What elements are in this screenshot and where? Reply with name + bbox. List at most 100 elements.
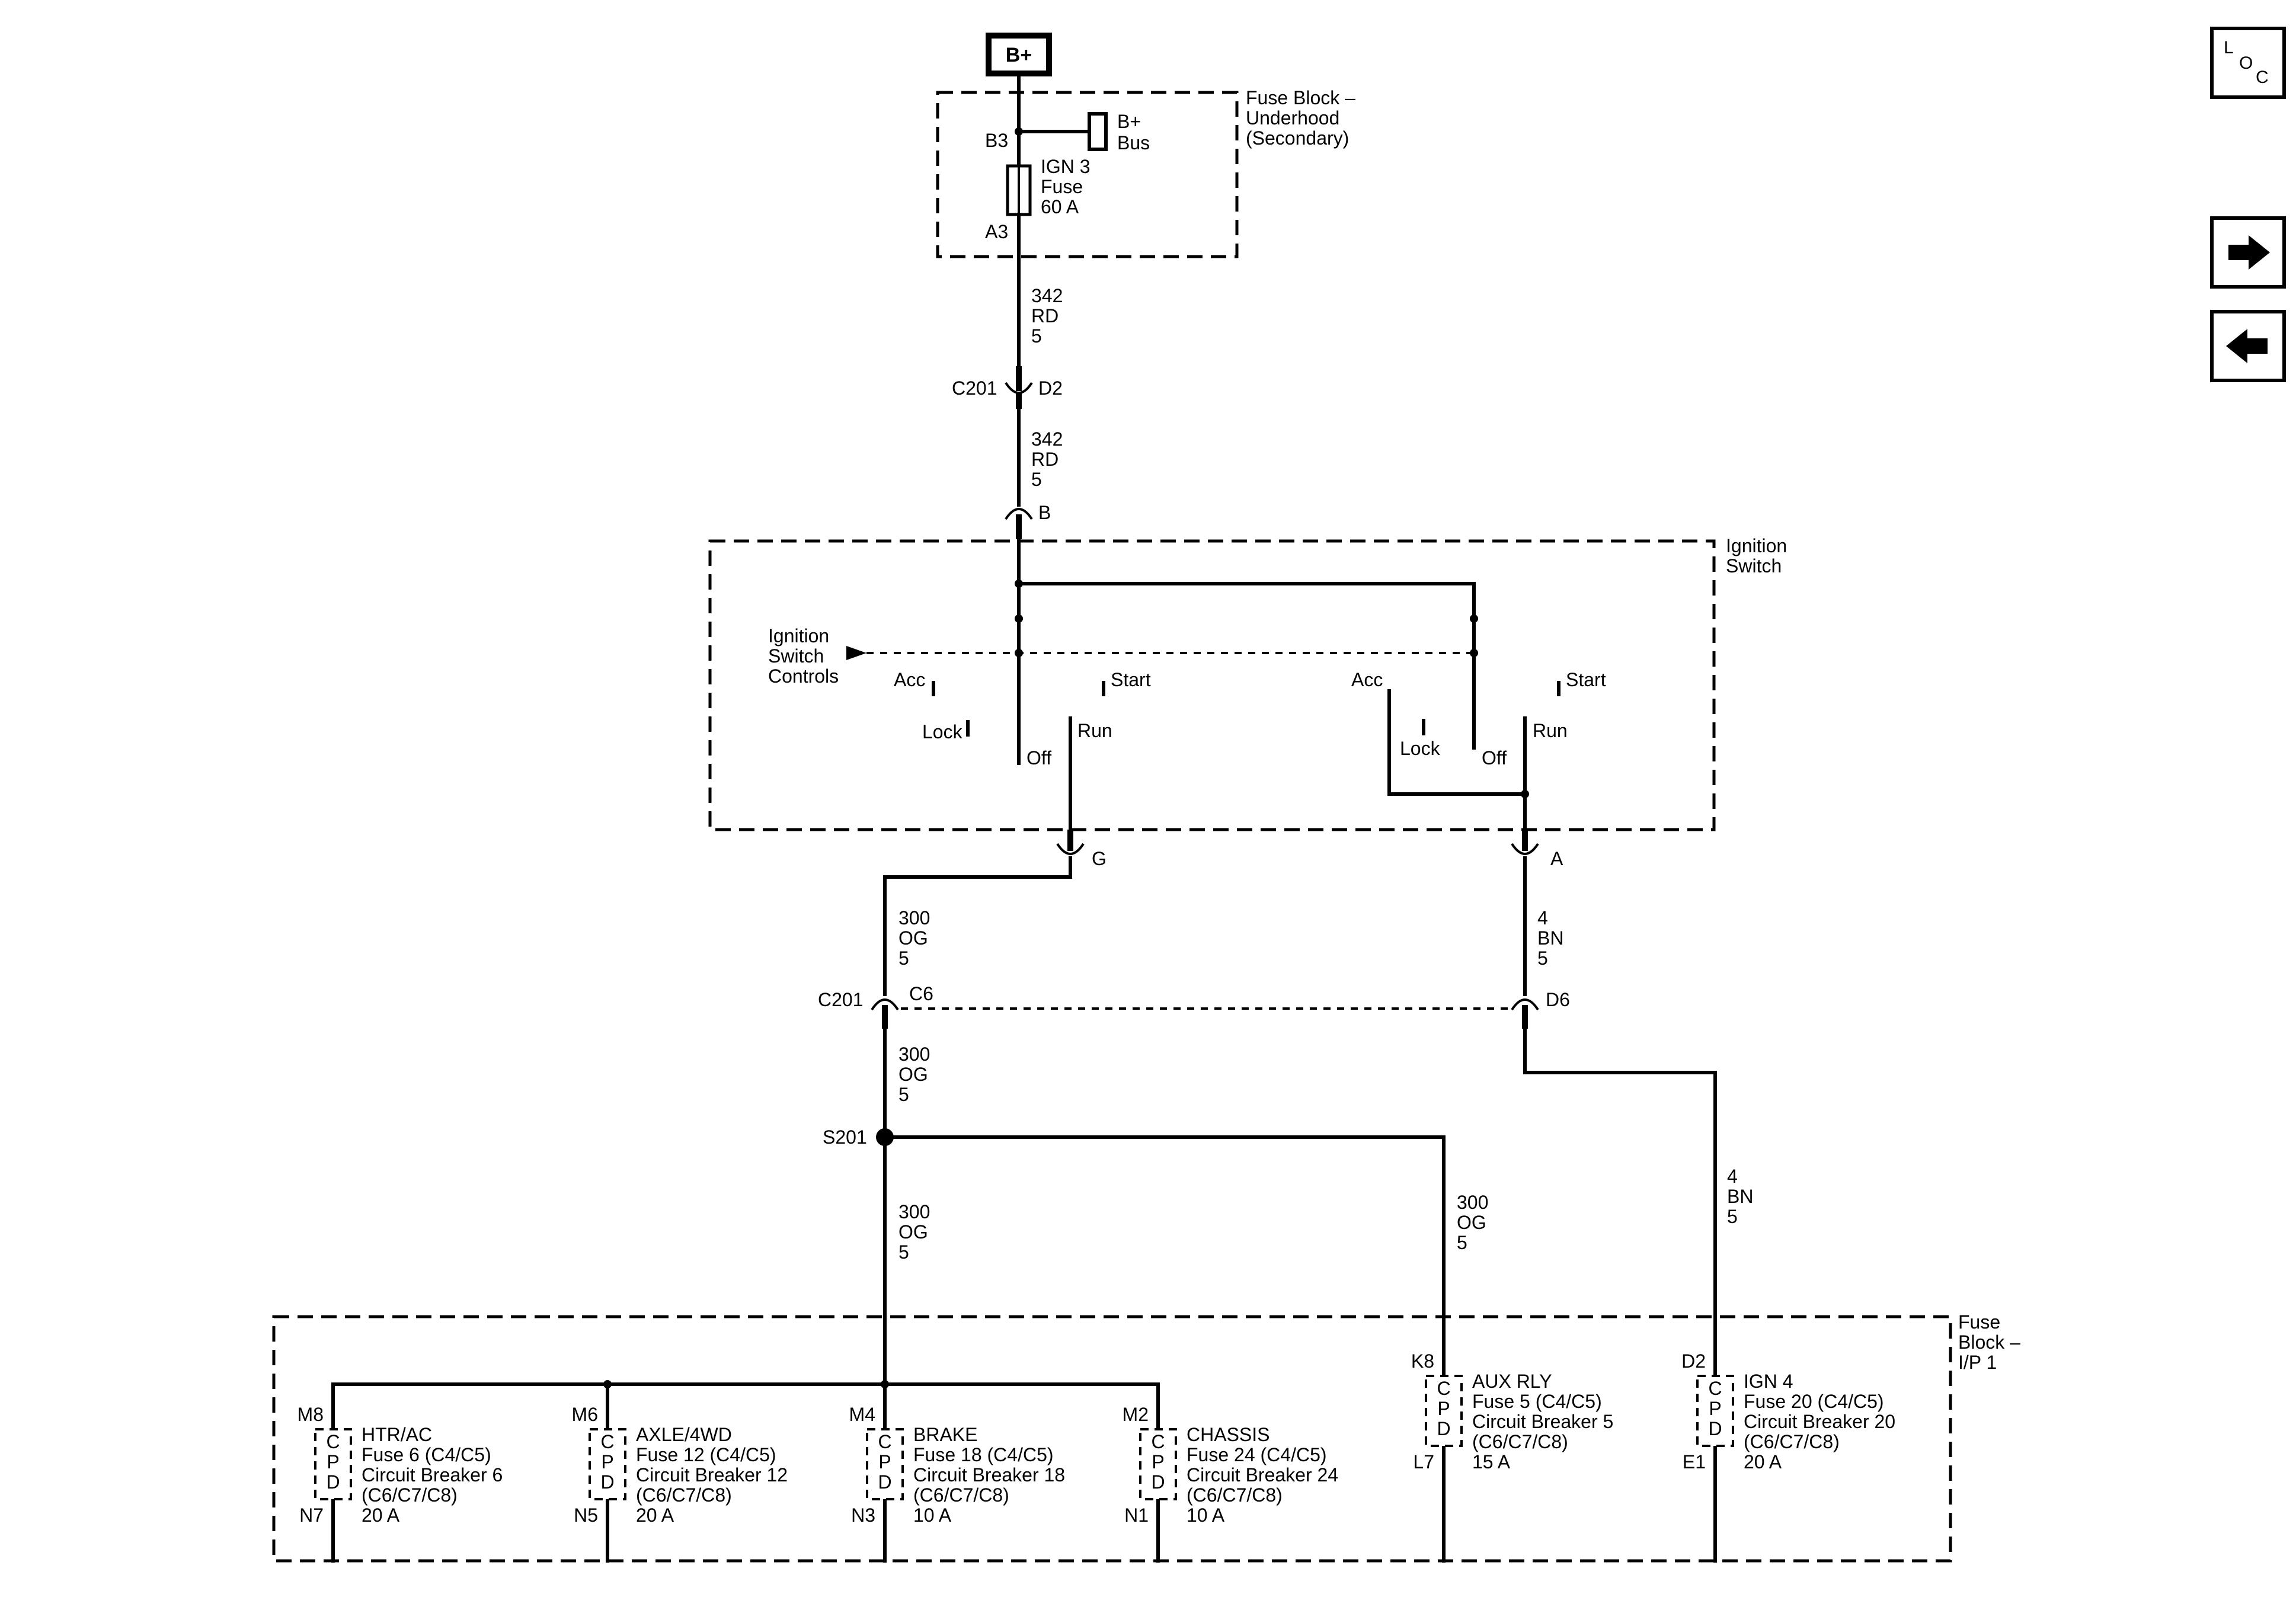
cpd-letter: P <box>878 1451 891 1473</box>
pin-bottom: N1 <box>1124 1505 1149 1526</box>
pin-top: M4 <box>849 1404 875 1425</box>
run-label-left: Run <box>1077 720 1112 741</box>
cpd-letter: C <box>326 1431 340 1452</box>
pin-a: A <box>1550 848 1563 869</box>
bplus-bus-bracket <box>1088 112 1108 151</box>
connector-g <box>1056 830 1085 855</box>
next-page-button[interactable] <box>2210 216 2286 289</box>
cpd-letter: P <box>1709 1398 1721 1419</box>
fuse-block-ip1-label: Fuse Block – I/P 1 <box>1958 1311 2026 1373</box>
start-label-right: Start <box>1566 669 1606 690</box>
loc-letter-l: L <box>2224 38 2234 57</box>
pin-bottom: E1 <box>1683 1451 1706 1473</box>
wire-300-og-c: 300 OG 5 <box>898 1201 935 1263</box>
wire-300-og-a: 300 OG 5 <box>898 907 935 969</box>
pin-top: K8 <box>1411 1350 1434 1372</box>
connector-c201-c6 <box>871 998 899 1029</box>
wire-4-bn-a: 4 BN 5 <box>1537 907 1569 969</box>
cpd-letter: D <box>600 1471 614 1493</box>
connector-c201-d6 <box>1511 998 1539 1029</box>
pin-b3: B3 <box>985 130 1008 151</box>
bplus-bus-label: B+ Bus <box>1117 111 1150 153</box>
cpd-letter: D <box>878 1471 891 1493</box>
pin-c6: C6 <box>909 983 933 1004</box>
off-label-right: Off <box>1482 747 1507 769</box>
arrow-left-icon <box>2226 329 2268 363</box>
cpd-symbol <box>866 1428 904 1500</box>
pin-top: M8 <box>298 1404 324 1425</box>
cpd-letter: P <box>1152 1451 1164 1473</box>
previous-page-button[interactable] <box>2210 310 2286 382</box>
fuse-block-underhood-label: Fuse Block – Underhood (Secondary) <box>1246 87 1361 149</box>
loc-letter-c: C <box>2256 68 2269 87</box>
wire-300-og-d: 300 OG 5 <box>1457 1192 1494 1253</box>
c201-mid-label: C201 <box>818 989 864 1010</box>
battery-terminal: B+ <box>986 33 1052 76</box>
cpd-letter: D <box>326 1471 340 1493</box>
arrow-right-icon <box>2228 235 2270 270</box>
cpd-symbol <box>1139 1428 1177 1500</box>
ignition-switch-boundary <box>708 539 1716 831</box>
pin-top: M2 <box>1123 1404 1149 1425</box>
cpd-letter: C <box>1151 1431 1165 1452</box>
pin-bottom: N7 <box>299 1505 324 1526</box>
fuse-block-underhood-boundary <box>936 91 1239 258</box>
cpd-letter: D <box>1151 1471 1165 1493</box>
cpd-symbol <box>589 1428 626 1500</box>
c201-top-label: C201 <box>952 377 997 399</box>
cpd-letter: C <box>1437 1378 1450 1399</box>
acc-label-right: Acc <box>1351 669 1383 690</box>
lock-label-left: Lock <box>922 721 963 742</box>
loc-button[interactable]: L O C <box>2210 27 2286 99</box>
pin-top: M6 <box>572 1404 598 1425</box>
cpd-letter: C <box>600 1431 614 1452</box>
pin-d2-top: D2 <box>1038 377 1063 399</box>
ign3-fuse-label: IGN 3 Fuse 60 A <box>1041 156 1095 217</box>
cpd-letter: P <box>1437 1398 1450 1419</box>
ignition-switch-controls-label: Ignition Switch Controls <box>768 625 839 687</box>
run-label-right: Run <box>1533 720 1568 741</box>
pin-b: B <box>1038 502 1051 523</box>
fuse-block-ip1-boundary <box>272 1315 1952 1563</box>
cpd-symbol <box>1696 1375 1734 1447</box>
pin-top: D2 <box>1681 1350 1706 1372</box>
cpd-letter: P <box>327 1451 339 1473</box>
wire-4-bn-b: 4 BN 5 <box>1727 1166 1758 1227</box>
pin-bottom: L7 <box>1413 1451 1434 1473</box>
connector-c201-d2 <box>1005 366 1033 409</box>
cpd-letter: C <box>878 1431 891 1452</box>
pin-a3: A3 <box>985 221 1008 242</box>
pin-bottom: N3 <box>851 1505 875 1526</box>
connector-b <box>1005 508 1033 539</box>
pin-d6: D6 <box>1546 989 1570 1010</box>
splice-s201-label: S201 <box>823 1126 867 1148</box>
control-arrow-icon <box>846 646 866 660</box>
cpd-symbol <box>1425 1375 1463 1447</box>
wire-342-rd-upper: 342 RD 5 <box>1031 285 1068 347</box>
battery-label: B+ <box>1006 44 1032 66</box>
wire-300-og-b: 300 OG 5 <box>898 1044 935 1105</box>
loc-letter-o: O <box>2239 53 2253 73</box>
pin-bottom: N5 <box>574 1505 598 1526</box>
cpd-letter: D <box>1708 1418 1722 1439</box>
cpd-letter: D <box>1437 1418 1450 1439</box>
cpd-symbol <box>314 1428 352 1500</box>
cpd-letter: P <box>601 1451 613 1473</box>
lock-label-right: Lock <box>1400 738 1441 759</box>
ignition-switch-label: Ignition Switch <box>1726 535 1792 577</box>
acc-label-left: Acc <box>894 669 925 690</box>
off-label-left: Off <box>1027 747 1051 769</box>
wire-342-rd-lower: 342 RD 5 <box>1031 428 1068 490</box>
pin-g: G <box>1092 848 1107 869</box>
cpd-letter: C <box>1708 1378 1722 1399</box>
